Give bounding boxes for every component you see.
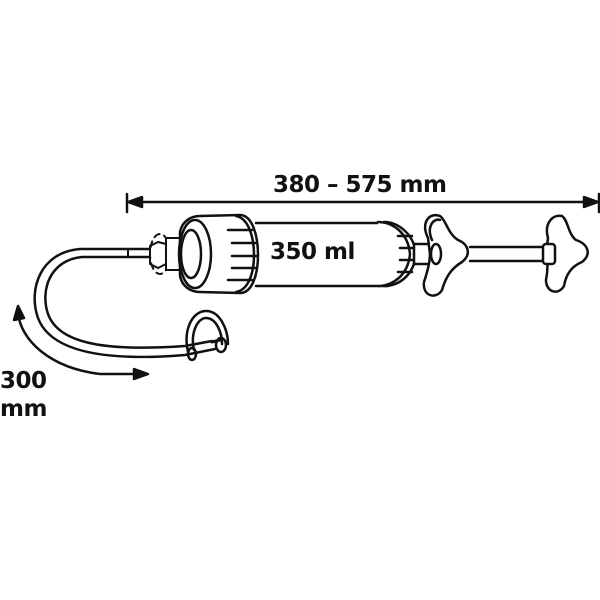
front-handle-knob — [422, 213, 470, 297]
length-dimension-arrow — [125, 192, 600, 214]
rear-cap — [376, 220, 432, 288]
hose-length-label: 300 mm — [0, 367, 47, 423]
hose-clip — [185, 309, 230, 362]
barrel — [254, 221, 390, 288]
overall-length-label: 380 – 575 mm — [273, 172, 447, 198]
volume-label: 350 ml — [270, 239, 355, 265]
hose-length-arrow — [12, 304, 150, 381]
hose — [33, 247, 217, 359]
rear-handle-knob — [541, 214, 589, 293]
plunger-rod — [468, 245, 547, 263]
hose-length-value: 300 — [0, 368, 47, 394]
nozzle-nut — [149, 233, 181, 275]
hose-length-unit: mm — [0, 396, 47, 422]
front-cap — [177, 213, 260, 295]
